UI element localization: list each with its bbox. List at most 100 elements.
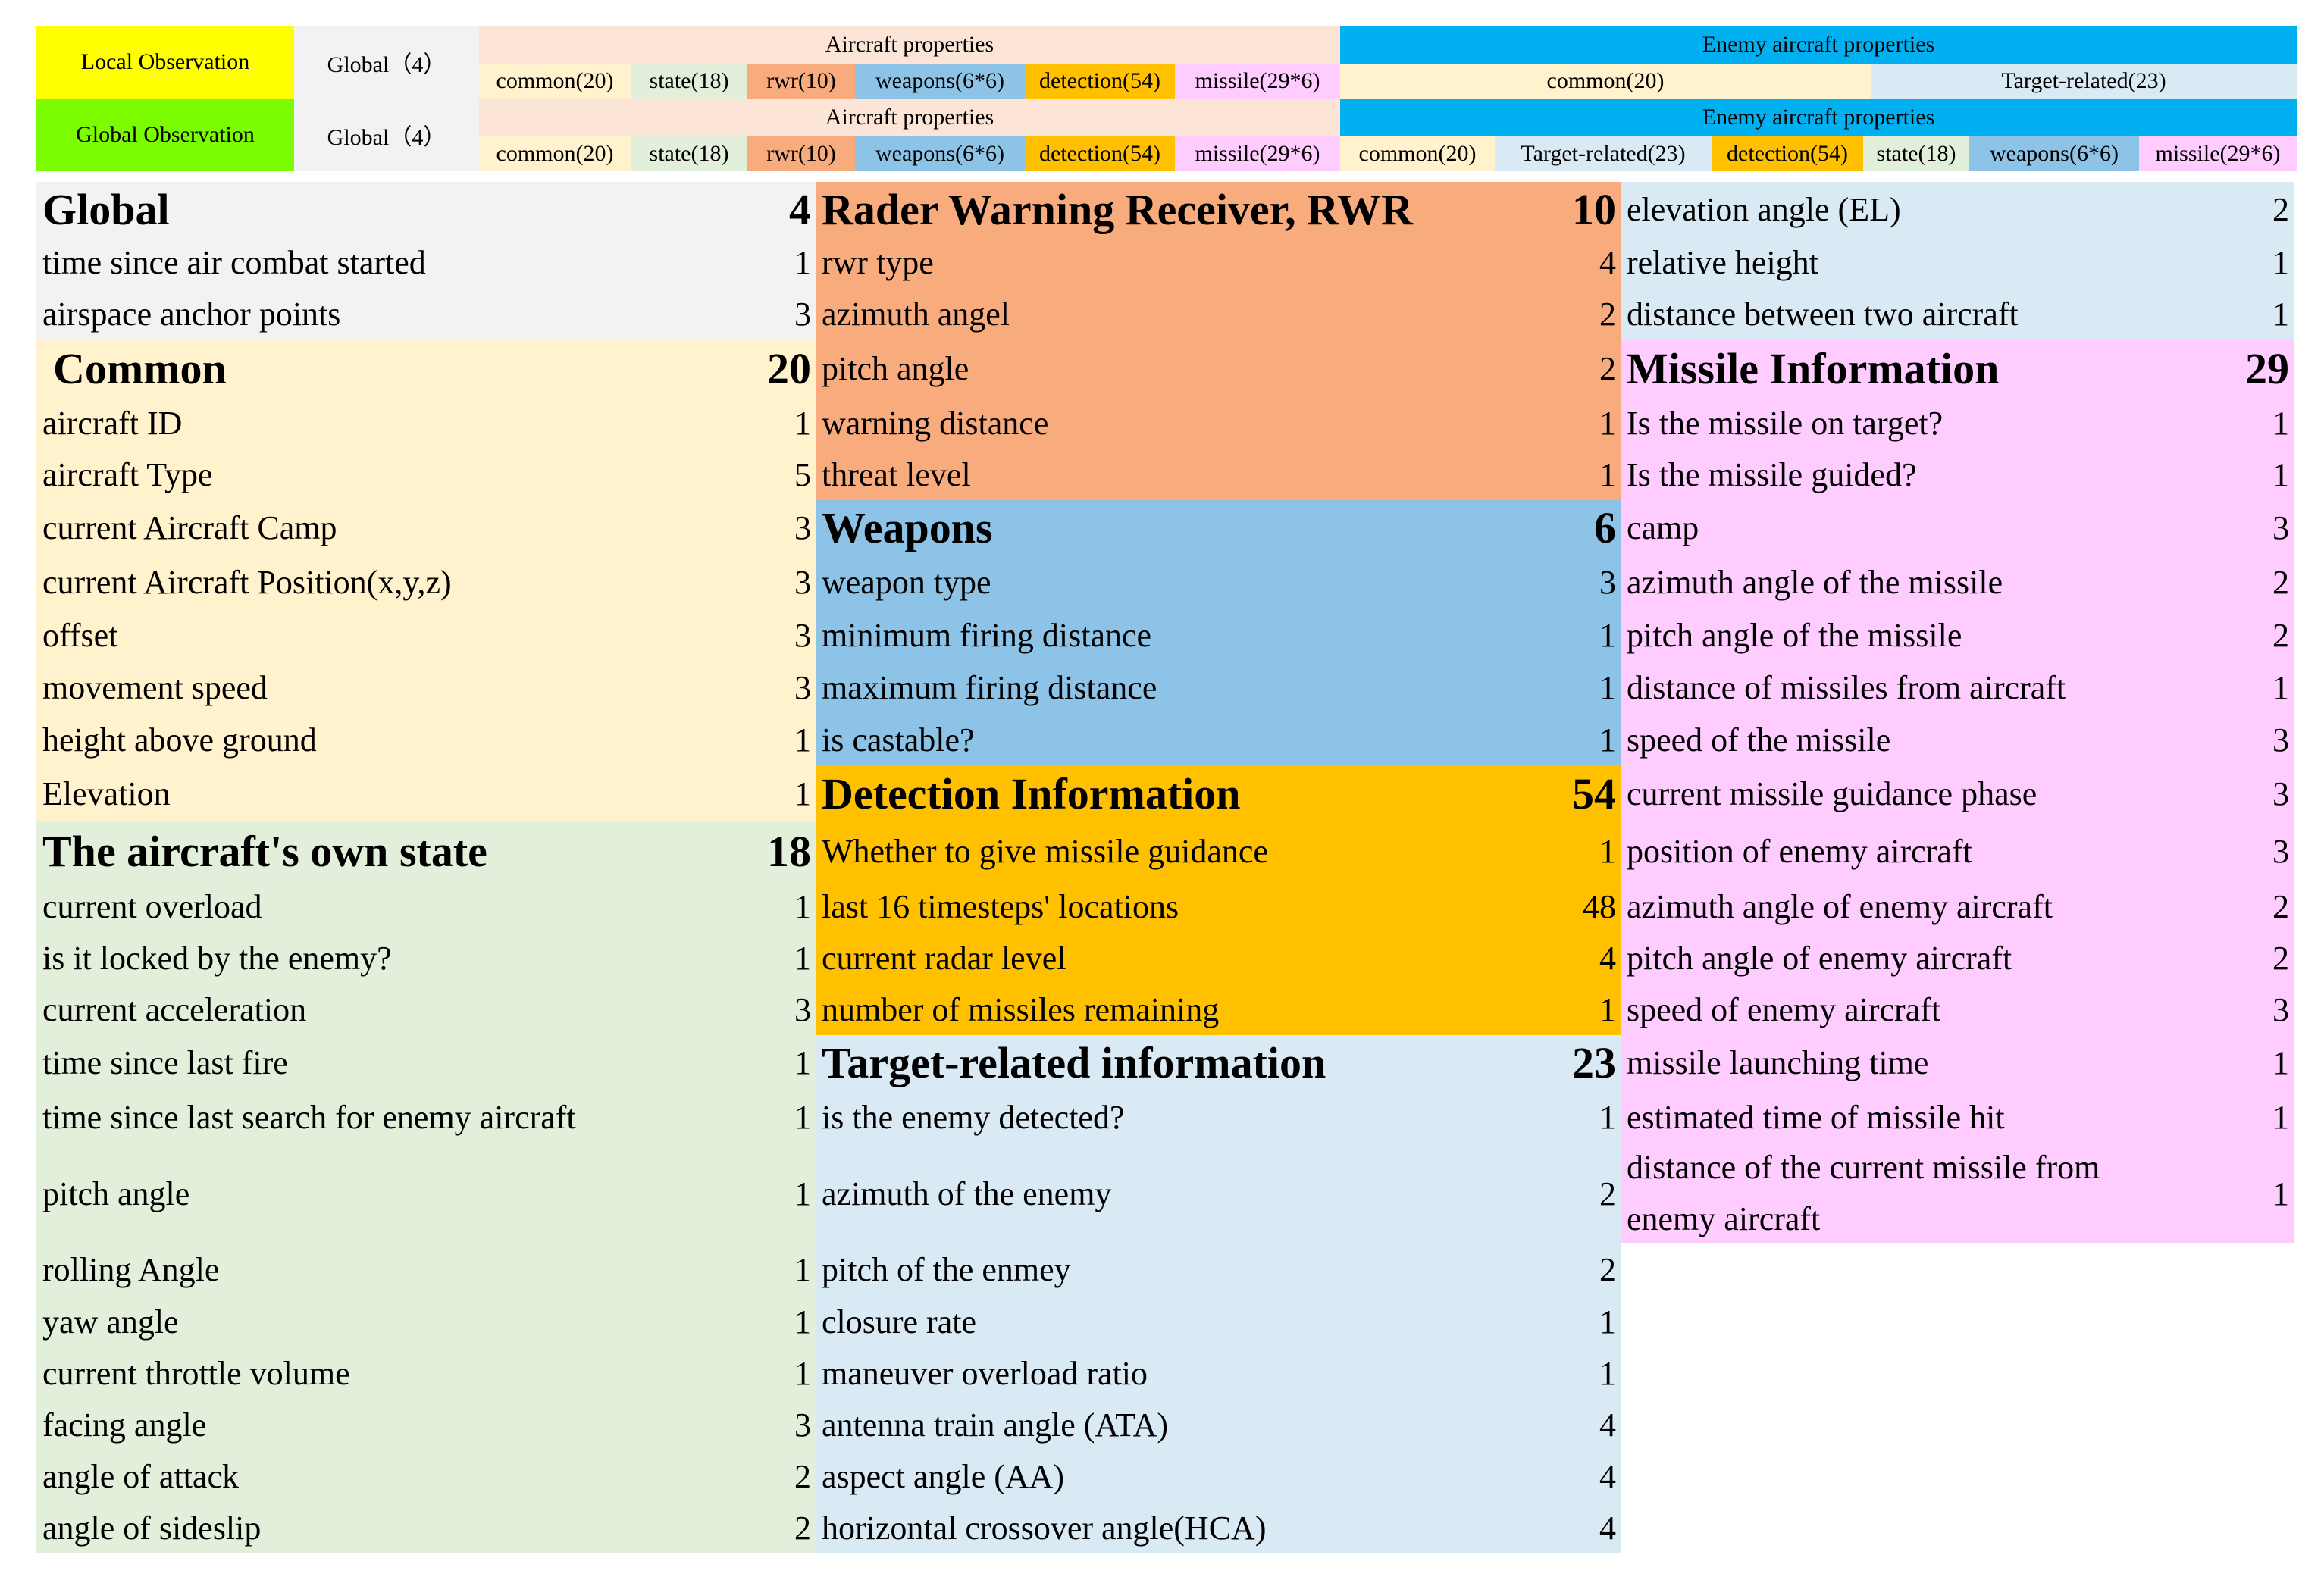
global-enemy-sub-weapons: weapons(6*6) [1969,136,2139,171]
col1-row: is it locked by the enemy?1 [36,932,816,984]
global-enemy-sub-target: Target-related(23) [1495,136,1712,171]
local-sub-state: state(18) [631,64,747,99]
col2-row: antenna train angle (ATA)4 [816,1399,1621,1450]
local-sub-missile: missile(29*6) [1175,64,1340,99]
global-global-cell: Global（4） [294,99,479,171]
col3-row: Is the missile on target?1 [1621,397,2294,449]
local-sub-rwr: rwr(10) [747,64,855,99]
local-observation-text: Local Observation [80,49,250,74]
local-aircraft-props-header: Aircraft properties [479,26,1340,64]
local-enemy-props-text: Enemy aircraft properties [1702,32,1935,57]
col1-row: time since last search for enemy aircraf… [36,1090,816,1144]
global-enemy-sub-detection: detection(54) [1712,136,1863,171]
col2-row: horizontal crossover angle(HCA)4 [816,1502,1621,1553]
local-enemy-sub-target: Target-related(23) [1871,64,2297,99]
global-sub-weapons: weapons(6*6) [855,136,1025,171]
global-sub-state: state(18) [631,136,747,171]
global-enemy-props-text: Enemy aircraft properties [1702,105,1935,130]
global-sub-common: common(20) [479,136,631,171]
local-observation-label: Local Observation [36,26,294,99]
global-enemy-sub-missile: missile(29*6) [2139,136,2297,171]
local-global-text: Global（4） [327,52,446,77]
global-enemy-sub-common: common(20) [1340,136,1495,171]
local-sub-weapons: weapons(6*6) [855,64,1025,99]
col2-row: is the enemy detected?1 [816,1090,1621,1144]
global-aircraft-props-header: Aircraft properties [479,99,1340,136]
global-observation-text: Global Observation [76,122,255,147]
global-global-text: Global（4） [327,125,446,150]
local-aircraft-props-text: Aircraft properties [825,32,994,57]
global-enemy-props-header: Enemy aircraft properties [1340,99,2297,136]
col3-row: Is the missile guided?1 [1621,449,2294,500]
observation-header: Local Observation Global（4） Aircraft pro… [0,0,2324,182]
global-aircraft-props-text: Aircraft properties [825,105,994,130]
global-sub-missile: missile(29*6) [1175,136,1340,171]
local-enemy-props-header: Enemy aircraft properties [1340,26,2297,64]
global-sub-rwr: rwr(10) [747,136,855,171]
col3-row: distance of the current missile from ene… [1621,1144,2294,1243]
local-sub-common: common(20) [479,64,631,99]
local-enemy-sub-common: common(20) [1340,64,1871,99]
col2-row: aspect angle (AA)4 [816,1450,1621,1502]
global-sub-detection: detection(54) [1025,136,1175,171]
local-global-cell: Global（4） [294,26,479,99]
local-sub-detection: detection(54) [1025,64,1175,99]
global-enemy-sub-state: state(18) [1863,136,1969,171]
